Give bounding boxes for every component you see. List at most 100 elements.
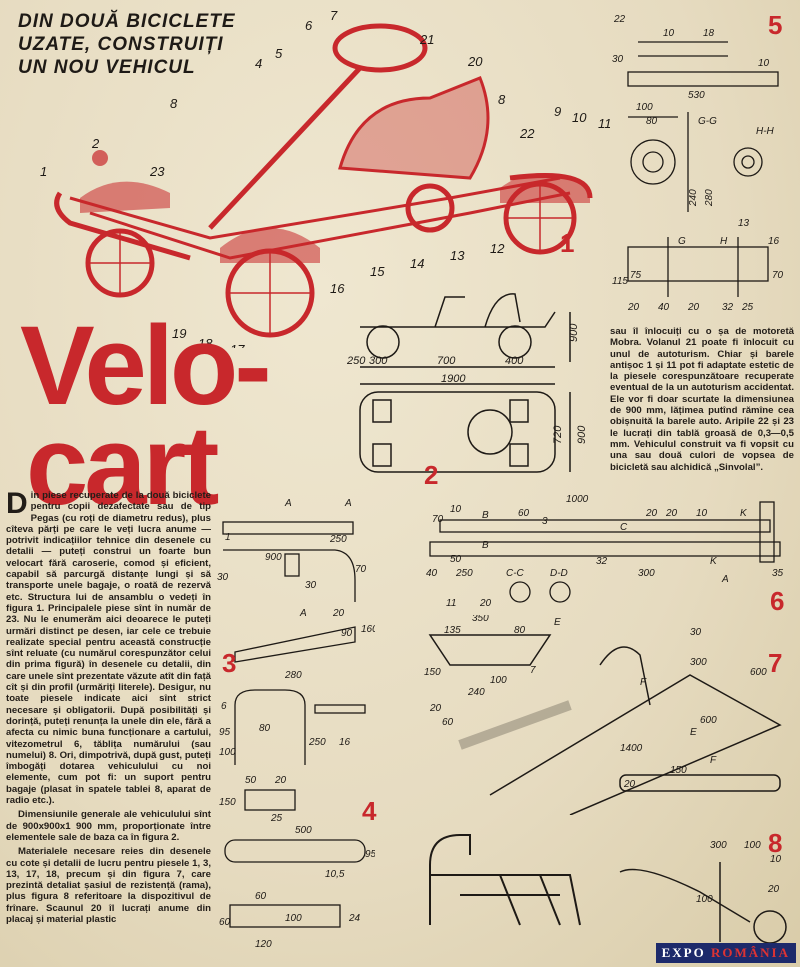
fig3-label: 900 <box>265 552 282 563</box>
fig1-label: 9 <box>554 104 561 119</box>
fig5-label: 240 <box>688 189 699 207</box>
figure-4-drawing: 6 95 100 80 250 20 50 16 150 25 500 95 1… <box>215 685 375 960</box>
fig2-dim: 700 <box>437 355 456 367</box>
fig3-label: 250 <box>329 534 347 545</box>
fig3-label: 90 <box>341 628 353 639</box>
fig8-label: 100 <box>696 894 713 905</box>
fig6-label: K <box>740 508 748 519</box>
fig4-label: 500 <box>295 825 312 836</box>
fig4-label: 24 <box>348 913 361 924</box>
fig5-label: 22 <box>613 14 626 25</box>
headline-line: DIN DOUĂ BICICLETE <box>18 11 236 32</box>
fig5-label: 18 <box>703 28 715 39</box>
figure-number-3: 3 <box>222 648 237 678</box>
fig1-label: 7 <box>330 8 338 23</box>
article-title: Velo- cart <box>20 303 320 522</box>
fig1-label: 5 <box>275 46 283 61</box>
fig1-label: 21 <box>419 32 434 47</box>
fig3-label: 30 <box>305 580 317 591</box>
fig2-dim: 1900 <box>441 373 466 385</box>
figure-number-8: 8 <box>768 828 783 858</box>
fig6-label: 20 <box>479 598 492 609</box>
fig3-label: 1 <box>225 532 231 543</box>
fig6-label: D-D <box>550 568 568 579</box>
fig4-label: 60 <box>255 891 267 902</box>
figure-number-2: 2 <box>424 460 439 490</box>
fig4-label: 120 <box>255 939 272 950</box>
fig1-label: 10 <box>572 110 587 125</box>
fig4-label: 60 <box>219 917 231 928</box>
fig1-label: 13 <box>450 248 465 263</box>
fig6-label: 11 <box>446 598 456 609</box>
fig3-label: 20 <box>332 608 345 619</box>
fig1-label: 19 <box>172 326 186 341</box>
chassis-frame-drawing <box>410 815 595 945</box>
fig1-label: 22 <box>519 126 535 141</box>
fig8-label: 300 <box>710 840 727 851</box>
fig2-dim: 720 <box>552 425 564 444</box>
fig6-label: 40 <box>426 568 438 579</box>
fig5-label: 10 <box>663 28 675 39</box>
watermark-logo: EXPO ROMÂNIA <box>655 943 796 963</box>
figure-number-5: 5 <box>768 10 783 40</box>
fig2-dim: 900 <box>576 425 588 444</box>
fig5-label: 10 <box>758 58 770 69</box>
fig5-label: H <box>720 236 728 247</box>
fig6-label: 20 <box>665 508 678 519</box>
fig5-label: 20 <box>687 302 700 313</box>
figure-number-6: 6 <box>770 586 785 616</box>
article-paragraph: sau îl înlocuiți cu o șa de motoretă Mob… <box>610 326 794 473</box>
fig7-label: F <box>710 755 717 766</box>
fig5-label: 16 <box>768 236 780 247</box>
dropcap: D <box>6 487 28 520</box>
fig6-label: 60 <box>518 508 530 519</box>
fig7-label: 1400 <box>620 743 643 754</box>
fig1-label: 6 <box>305 18 313 33</box>
fig8-label: 20 <box>767 884 780 895</box>
fig6-label: A <box>721 574 729 585</box>
fig5-label: 30 <box>612 54 624 65</box>
fig6-label: 300 <box>638 568 655 579</box>
fig6-label: 250 <box>455 568 473 579</box>
fig5-label: 70 <box>772 270 784 281</box>
fig4-label: 6 <box>221 701 227 712</box>
fig5-label: G <box>678 236 686 247</box>
fig7-label: 600 <box>700 715 717 726</box>
fig5-label: 25 <box>741 302 754 313</box>
fig5-label: H-H <box>756 126 775 137</box>
fig7-label: 150 <box>670 765 687 776</box>
fig1-label: 16 <box>330 281 345 296</box>
fig5-label: 32 <box>722 302 734 313</box>
title-line-1: Velo- <box>20 303 272 428</box>
fig1-label: 8 <box>170 96 178 111</box>
fig4-label: 95 <box>219 727 231 738</box>
fig6-label: 70 <box>432 514 444 525</box>
figure-5-drawing: 22 10 18 30 530 10 100 80 G-G H-H 240 28… <box>608 12 796 322</box>
fig1-label: 18 <box>198 336 213 348</box>
fig7-label: 20 <box>623 779 636 790</box>
fig6-label: 35 <box>772 568 784 579</box>
figure-number-4: 4 <box>362 796 377 826</box>
fig5-label: 115 <box>612 276 628 287</box>
fig7-label: F <box>640 677 647 688</box>
figure-7-drawing: 350 135 80 E 30 150 240 7 100 20 60 300 … <box>420 615 795 815</box>
fig1-label: 23 <box>149 164 165 179</box>
fig1-label: 1 <box>40 164 47 179</box>
fig7-label: 240 <box>467 687 485 698</box>
fig1-label: 8 <box>498 92 506 107</box>
headline: DIN DOUĂ BICICLETE UZATE, CONSTRUIȚI UN … <box>18 10 258 79</box>
fig5-label: 20 <box>627 302 640 313</box>
fig1-label: 12 <box>490 241 505 256</box>
fig4-label: 95 <box>365 849 375 860</box>
fig4-label: 10,5 <box>325 869 345 880</box>
fig1-label: 14 <box>410 256 424 271</box>
fig4-label: 20 <box>274 775 287 786</box>
fig7-label: 7 <box>530 665 536 676</box>
fig1-label: 11 <box>598 116 610 131</box>
fig5-label: 530 <box>688 90 705 101</box>
fig4-label: 150 <box>219 797 236 808</box>
fig2-dim: 300 <box>369 355 388 367</box>
fig6-label: 10 <box>450 504 462 515</box>
fig7-label: 135 <box>444 625 461 636</box>
